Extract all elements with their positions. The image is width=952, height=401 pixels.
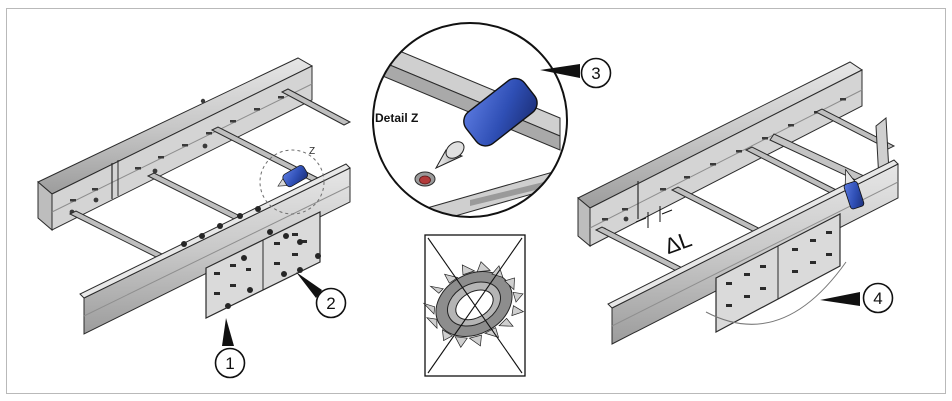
left-tray-back-rail — [37, 57, 314, 232]
figure-border — [6, 8, 946, 394]
left-splice-plate — [205, 211, 321, 319]
z-detail-marker: Z — [259, 146, 325, 215]
gap-delta-l-label: ΔL — [661, 226, 695, 259]
callout-1-label: 1 — [225, 354, 234, 373]
right-tray-assembly: ΔL 4 — [577, 61, 899, 345]
left-loose-bolts — [181, 206, 321, 309]
detail-z-view: Detail Z 3 — [372, 22, 612, 218]
gap-dimension — [635, 206, 673, 228]
right-tray-back-rail — [577, 61, 863, 248]
z-marker-label: Z — [309, 146, 315, 157]
callout-2-label: 2 — [326, 294, 335, 313]
callout-1: 1 — [214, 318, 246, 379]
right-glue-bottle-icon — [843, 168, 865, 210]
callout-2: 2 — [296, 272, 347, 319]
callout-3: 3 — [540, 57, 612, 89]
callout-4: 4 — [820, 282, 894, 314]
glue-bottle-icon — [434, 77, 538, 170]
callout-3-label: 3 — [591, 64, 600, 83]
left-tray-front-rail — [79, 163, 351, 335]
assembly-arc — [705, 261, 847, 325]
right-splice-plate — [715, 213, 841, 333]
callout-4-label: 4 — [873, 289, 882, 308]
detail-z-label: Detail Z — [375, 111, 418, 125]
left-tray-assembly: Z 1 2 — [37, 57, 352, 379]
prohibited-washer-panel — [422, 234, 526, 377]
prohibited-cross-icon — [427, 237, 523, 374]
detail-bolt-hole — [414, 171, 436, 187]
